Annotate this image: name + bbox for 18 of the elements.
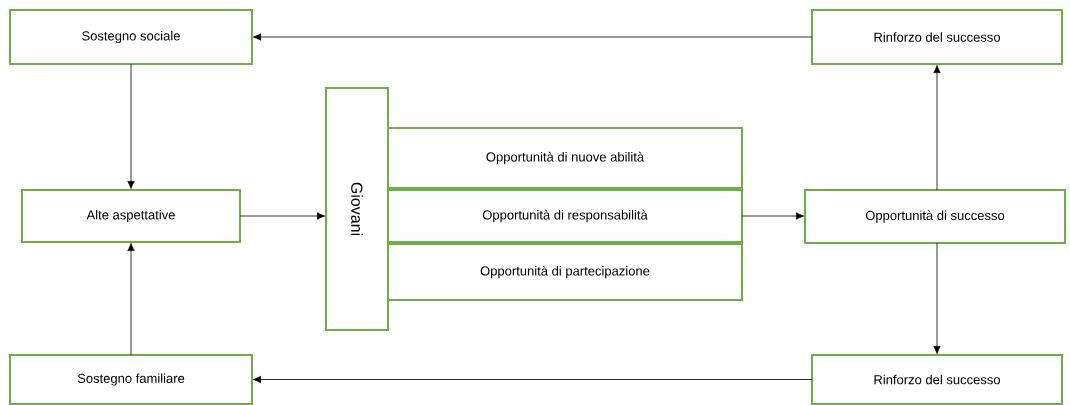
arrow	[127, 181, 135, 189]
process-box: Opportunità di responsabilità	[387, 189, 743, 243]
arrow	[253, 375, 261, 384]
arrow	[933, 346, 941, 354]
process-box: Sostegno familiare	[9, 354, 253, 405]
process-box: Alte aspettative	[21, 189, 241, 243]
group-box: Giovani	[325, 87, 389, 331]
process-box: Sostegno sociale	[9, 9, 253, 65]
process-box: Opportunità di successo	[804, 189, 1066, 244]
arrow	[933, 65, 941, 73]
process-box: Opportunità di partecipazione	[387, 243, 743, 301]
process-box: Opportunità di nuove abilità	[387, 127, 743, 189]
arrow	[127, 243, 135, 251]
arrow	[796, 212, 804, 220]
process-box: Rinforzo del successo	[811, 354, 1063, 405]
arrow	[317, 212, 325, 220]
process-box: Rinforzo del successo	[811, 9, 1063, 65]
arrow	[253, 33, 261, 41]
